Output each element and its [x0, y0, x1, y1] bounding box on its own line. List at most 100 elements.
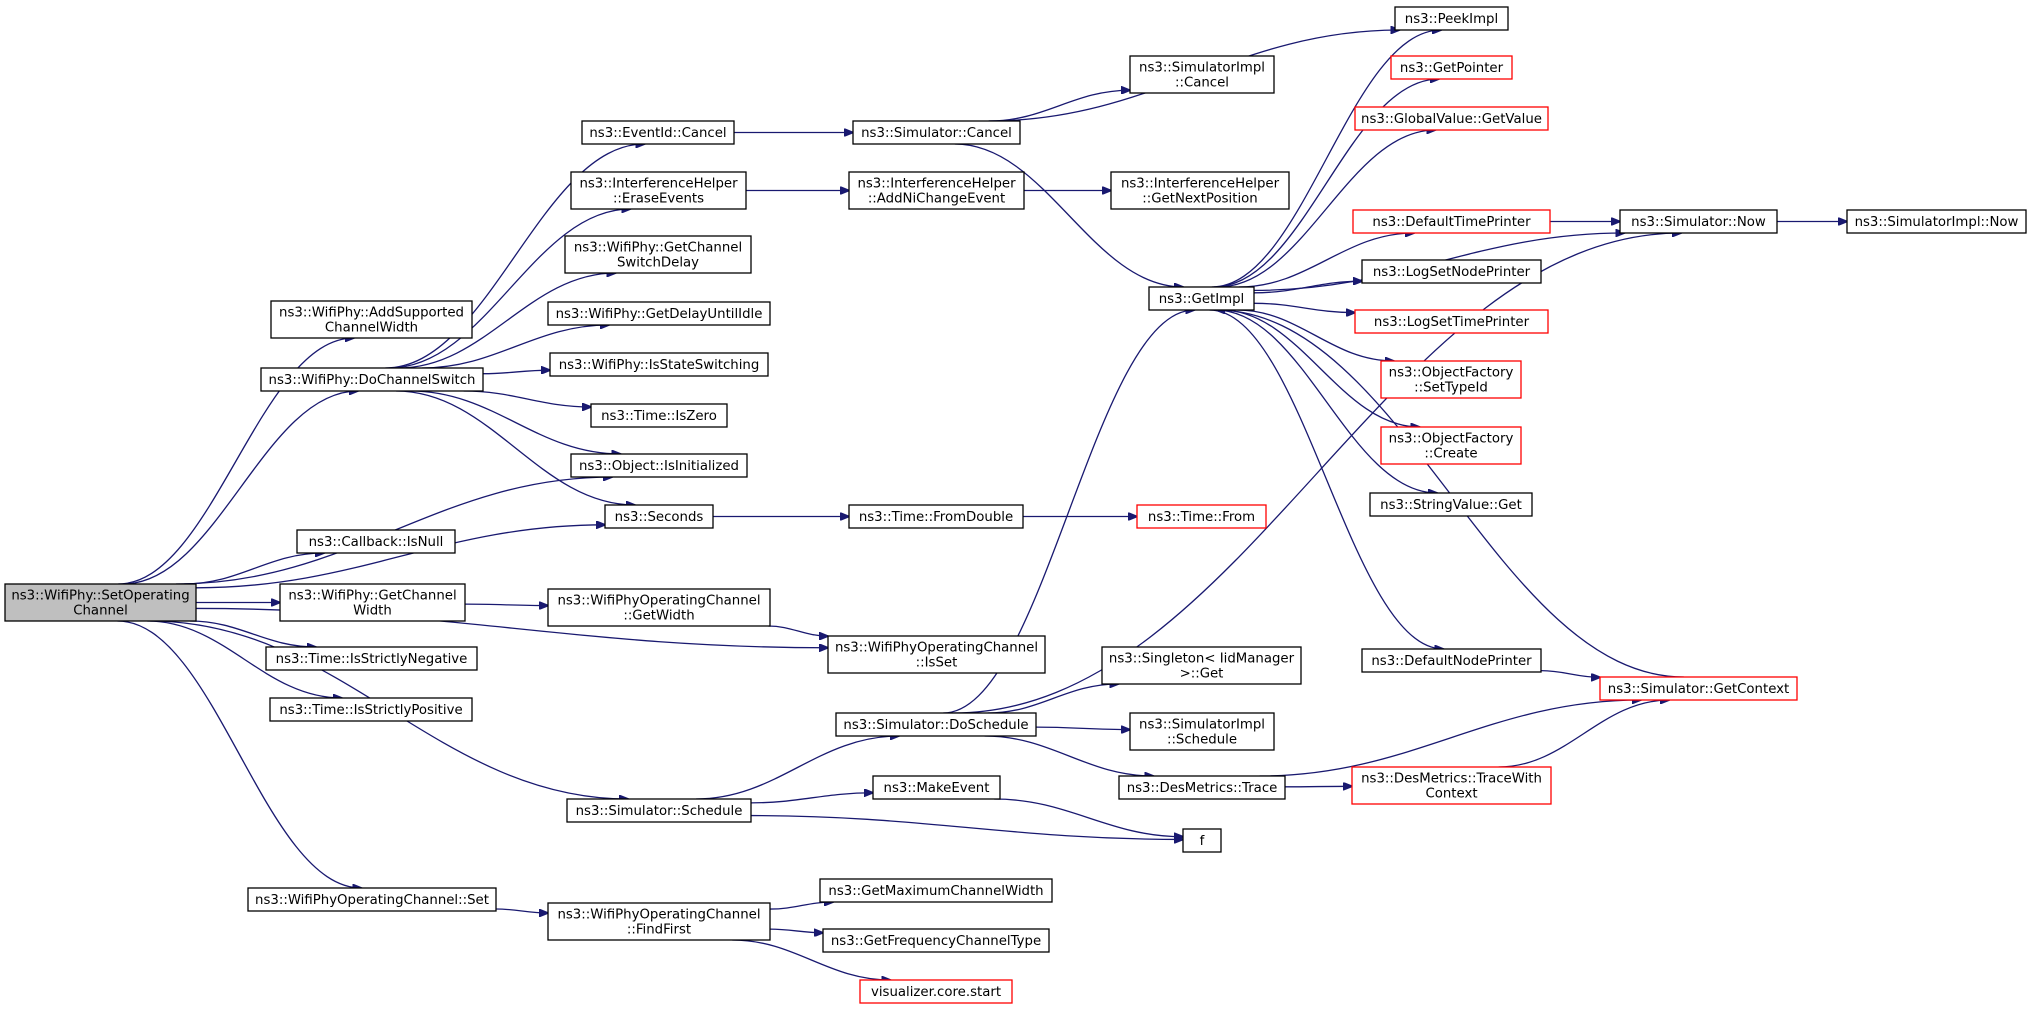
node-label-line: ns3::Time::FromDouble [859, 510, 1013, 525]
node-label-line: ns3::GetPointer [1400, 61, 1504, 76]
node-get-pointer[interactable]: ns3::GetPointer [1390, 55, 1513, 80]
node-get-next-position[interactable]: ns3::InterferenceHelper::GetNextPosition [1110, 171, 1290, 210]
edge-get_impl-to-default_time_printer [1238, 233, 1414, 288]
node-opchan-find-first[interactable]: ns3::WifiPhyOperatingChannel::FindFirst [547, 902, 771, 941]
node-label-line: ::FindFirst [627, 923, 691, 938]
node-label-line: ns3::WifiPhy::GetChannel [288, 589, 456, 604]
node-get-maximum-channel-width[interactable]: ns3::GetMaximumChannelWidth [819, 878, 1053, 903]
edge-default_node_printer-to-simulator_get_context [1540, 669, 1600, 678]
node-label-line: ns3::ObjectFactory [1389, 366, 1514, 381]
node-box [1118, 775, 1286, 800]
node-label-line: ns3::Object::IsInitialized [579, 459, 739, 474]
node-label-line: ns3::Simulator::Cancel [861, 126, 1012, 141]
node-label-line: ns3::Seconds [615, 510, 704, 525]
node-eventid-cancel[interactable]: ns3::EventId::Cancel [581, 120, 735, 145]
node-label-line: Channel [73, 604, 128, 619]
node-peek-impl[interactable]: ns3::PeekImpl [1394, 6, 1509, 31]
node-simulator-cancel[interactable]: ns3::Simulator::Cancel [852, 120, 1021, 145]
node-make-event[interactable]: ns3::MakeEvent [872, 775, 1001, 800]
node-box [1599, 676, 1798, 701]
node-label-line: ns3::GlobalValue::GetValue [1361, 112, 1542, 127]
node-seconds[interactable]: ns3::Seconds [604, 504, 714, 529]
node-visualizer-core-start[interactable]: visualizer.core.start [859, 979, 1013, 1004]
node-box [547, 301, 771, 326]
node-simulator-now[interactable]: ns3::Simulator::Now [1619, 209, 1778, 234]
node-box [260, 367, 484, 392]
node-label-line: ChannelWidth [325, 321, 418, 336]
node-simulatorimpl-schedule[interactable]: ns3::SimulatorImpl::Schedule [1129, 712, 1275, 751]
node-label-line: ::Cancel [1175, 76, 1229, 91]
node-log-set-node-printer[interactable]: ns3::LogSetNodePrinter [1361, 259, 1542, 284]
node-log-set-time-printer[interactable]: ns3::LogSetTimePrinter [1354, 309, 1549, 334]
node-simulator-schedule[interactable]: ns3::Simulator::Schedule [566, 798, 752, 823]
node-opchan-get-width[interactable]: ns3::WifiPhyOperatingChannel::GetWidth [547, 588, 771, 627]
node-box [547, 902, 771, 941]
node-simulator-get-context[interactable]: ns3::Simulator::GetContext [1599, 676, 1798, 701]
node-get-frequency-channel-type[interactable]: ns3::GetFrequencyChannelType [822, 928, 1050, 953]
node-label-line: ns3::Singleton< IidManager [1109, 652, 1295, 667]
node-simulator-do-schedule[interactable]: ns3::Simulator::DoSchedule [835, 712, 1037, 737]
node-label-line: Context [1425, 787, 1477, 802]
edge-make_event-to-f [994, 798, 1183, 837]
node-box [247, 887, 497, 912]
node-is-strictly-positive[interactable]: ns3::Time::IsStrictlyPositive [269, 697, 473, 722]
node-box [835, 712, 1037, 737]
node-object-is-initialized[interactable]: ns3::Object::IsInitialized [570, 453, 748, 478]
node-label-line: ::GetWidth [623, 609, 694, 624]
edge-opchan_set-to-opchan_find_first [495, 908, 548, 913]
node-time-from-double[interactable]: ns3::Time::FromDouble [848, 504, 1024, 529]
node-global-value-get-value[interactable]: ns3::GlobalValue::GetValue [1354, 106, 1549, 131]
node-simulatorimpl-now[interactable]: ns3::SimulatorImpl::Now [1846, 209, 2027, 234]
node-default-time-printer[interactable]: ns3::DefaultTimePrinter [1352, 209, 1551, 234]
node-label-line: ns3::WifiPhyOperatingChannel::Set [255, 893, 489, 908]
node-label-line: ns3::Time::IsStrictlyNegative [276, 652, 468, 667]
node-opchan-is-set[interactable]: ns3::WifiPhyOperatingChannel::IsSet [827, 635, 1046, 674]
node-is-strictly-negative[interactable]: ns3::Time::IsStrictlyNegative [265, 646, 478, 671]
node-box [270, 300, 473, 339]
node-box [819, 878, 1053, 903]
node-desmetrics-trace[interactable]: ns3::DesMetrics::Trace [1118, 775, 1286, 800]
node-default-node-printer[interactable]: ns3::DefaultNodePrinter [1361, 648, 1542, 673]
node-label-line: ::Schedule [1167, 733, 1237, 748]
node-singleton-get[interactable]: ns3::Singleton< IidManager >::Get [1101, 646, 1302, 685]
node-box [590, 403, 728, 428]
edge-simulator_do_schedule-to-desmetrics_trace [984, 735, 1154, 776]
node-box [1148, 286, 1255, 311]
node-object-factory-set-type-id[interactable]: ns3::ObjectFactory::SetTypeId [1380, 360, 1522, 399]
node-add-ni-change-event[interactable]: ns3::InterferenceHelper::AddNiChangeEven… [848, 171, 1025, 210]
node-object-factory-create[interactable]: ns3::ObjectFactory::Create [1380, 426, 1522, 465]
node-label-line: ::EraseEvents [613, 192, 704, 207]
node-simulatorimpl-cancel[interactable]: ns3::SimulatorImpl::Cancel [1129, 55, 1275, 94]
node-label-line: ns3::WifiPhy::SetOperating [11, 589, 189, 604]
edge-do_channel_switch-to-get_delay_until_idle [422, 325, 609, 369]
node-time-from[interactable]: ns3::Time::From [1136, 504, 1267, 529]
node-get-impl[interactable]: ns3::GetImpl [1148, 286, 1255, 311]
edge-get_impl-to-object_factory_set_type_id [1236, 309, 1394, 361]
node-is-state-switching[interactable]: ns3::WifiPhy::IsStateSwitching [549, 352, 769, 377]
node-box [1182, 828, 1222, 853]
node-box [604, 504, 714, 529]
node-label-line: ns3::WifiPhyOperatingChannel [835, 641, 1038, 656]
node-label-line: ns3::LogSetTimePrinter [1374, 315, 1530, 330]
edge-simulator_schedule-to-simulator_do_schedule [696, 736, 899, 800]
node-box [1354, 309, 1549, 334]
node-opchan-set[interactable]: ns3::WifiPhyOperatingChannel::Set [247, 887, 497, 912]
node-erase-events[interactable]: ns3::InterferenceHelper::EraseEvents [570, 171, 747, 210]
node-do-channel-switch[interactable]: ns3::WifiPhy::DoChannelSwitch [260, 367, 484, 392]
node-time-is-zero[interactable]: ns3::Time::IsZero [590, 403, 728, 428]
edge-simulator_cancel-to-get_impl [954, 143, 1183, 287]
node-callback-is-null[interactable]: ns3::Callback::IsNull [296, 529, 456, 554]
node-box [269, 697, 473, 722]
node-f[interactable]: f [1182, 828, 1222, 853]
node-string-value-get[interactable]: ns3::StringValue::Get [1369, 492, 1533, 517]
node-label-line: ::GetNextPosition [1142, 192, 1257, 207]
node-box [822, 928, 1050, 953]
edge-simulator_cancel-to-simulatorimpl_cancel [989, 90, 1130, 122]
node-get-delay-until-idle[interactable]: ns3::WifiPhy::GetDelayUntilIdle [547, 301, 771, 326]
